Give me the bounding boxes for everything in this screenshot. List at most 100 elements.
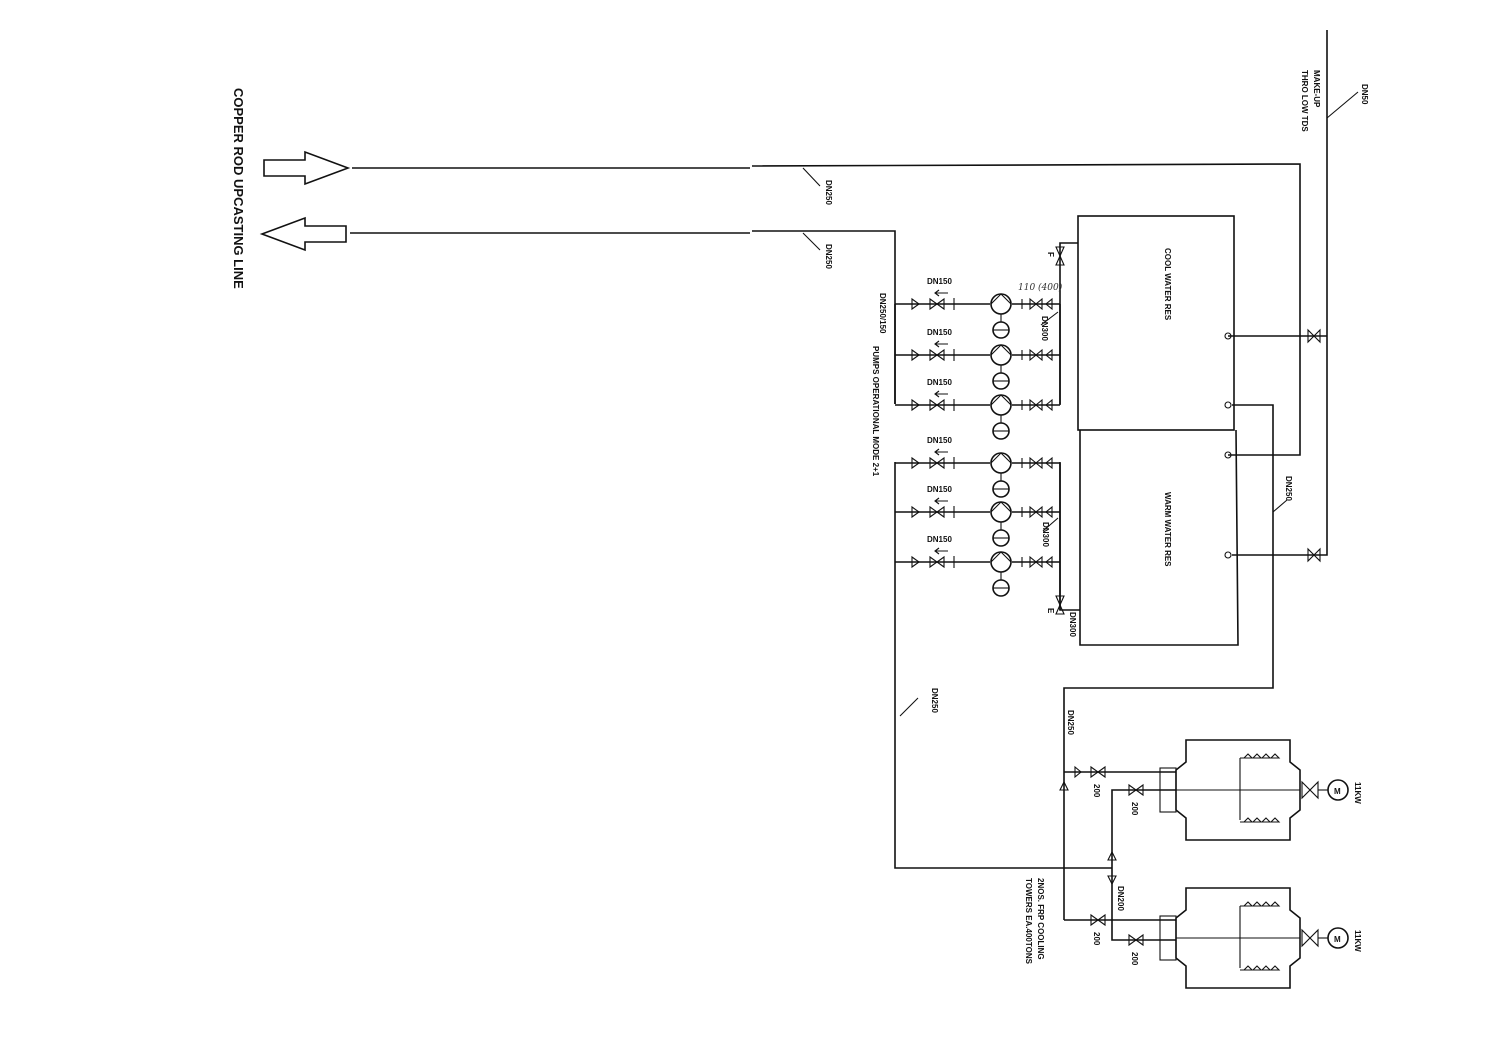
tower-branch-size-label: DN200	[1116, 886, 1125, 911]
direction-arrow-icon	[934, 448, 948, 456]
nozzle-icon	[1224, 332, 1232, 340]
motor-symbol: M	[1334, 935, 1341, 944]
pump-row: DN150	[895, 485, 1060, 547]
flow-arrow-icon	[911, 505, 920, 519]
makeup-valve-warm-icon	[1307, 547, 1321, 563]
pump-row: DN150	[895, 328, 1060, 390]
check-valve-icon	[929, 505, 938, 519]
gate-valve-icon	[1035, 555, 1043, 569]
tower-supply-size-leader	[1272, 499, 1288, 513]
tower-supply-size-label: DN250	[1284, 476, 1293, 501]
nozzle-icon	[1224, 451, 1232, 459]
tower-valve-icon	[1090, 765, 1099, 779]
check-valve-icon	[936, 456, 945, 470]
pump-discharge-size-label: DN150	[927, 328, 952, 337]
flow-arrow-icon	[1074, 765, 1082, 779]
diagram-title: COPPER ROD UPCASTING LINE	[231, 88, 246, 289]
pump-icon	[990, 551, 1012, 573]
pump-row: DN150	[895, 378, 1060, 440]
pump-icon	[990, 452, 1012, 474]
pumps-mode-label: PUMPS OPERATIONAL MODE 2+1	[871, 346, 880, 477]
check-valve-icon	[936, 505, 945, 519]
gate-valve-icon	[1029, 398, 1037, 412]
suction-size-leader	[1042, 517, 1059, 532]
spray-nozzle-icon	[1269, 965, 1281, 971]
tower-valve-icon	[1090, 913, 1099, 927]
flow-arrow-icon	[1059, 780, 1069, 791]
tower-valve-icon	[1128, 933, 1137, 947]
nozzle-icon	[1224, 551, 1232, 559]
strainer-icon	[1045, 348, 1053, 362]
makeup-size-label: DN50	[1360, 84, 1369, 105]
cool-suction-size-label: DN300	[1040, 316, 1049, 341]
fan-motor-icon	[1327, 927, 1349, 949]
motor-power-label: 11KW	[1353, 930, 1362, 952]
spray-nozzle-icon	[1260, 901, 1272, 907]
warm-water-reservoir	[1079, 429, 1239, 646]
tower1-outlet-line	[1111, 789, 1176, 868]
tower-valve-size-label: 200	[1130, 802, 1139, 816]
motor-symbol: M	[1334, 787, 1341, 796]
tower2-outlet-line	[1111, 868, 1176, 941]
pump-discharge-size-label: DN150	[927, 535, 952, 544]
check-valve-icon	[929, 555, 938, 569]
check-valve-icon	[929, 456, 938, 470]
spray-nozzle-icon	[1251, 965, 1263, 971]
fan-motor-icon	[1327, 779, 1349, 801]
gate-valve-icon	[1029, 348, 1037, 362]
direction-arrow-icon	[934, 289, 948, 297]
fan-icon	[1301, 780, 1319, 800]
check-valve-icon	[929, 398, 938, 412]
tower-valve-icon	[1097, 913, 1106, 927]
check-valve-icon	[929, 348, 938, 362]
makeup-valve-cool-icon	[1307, 328, 1321, 344]
tower-return-line	[894, 462, 1112, 869]
flow-arrow-icon	[911, 456, 920, 470]
pump-casing-icon	[990, 452, 1012, 464]
towers-label-line1: 2NOS. FRP COOLING	[1036, 878, 1045, 960]
gate-valve-icon	[1035, 398, 1043, 412]
flow-arrow-icon	[911, 297, 920, 311]
gate-valve-icon	[1035, 456, 1043, 470]
tower-valve-icon	[1135, 783, 1144, 797]
flow-arrow-icon	[1107, 875, 1117, 886]
makeup-label: MAKE-UP	[1312, 70, 1321, 108]
warm-res-label: WARM WATER RES	[1163, 492, 1172, 567]
flow-arrow-icon	[911, 398, 920, 412]
check-valve-icon	[936, 348, 945, 362]
spray-nozzle-icon	[1251, 817, 1263, 823]
suction-size-leader	[1040, 311, 1059, 326]
pump-discharge-size-label: DN150	[927, 436, 952, 445]
flow-arrow-icon	[911, 555, 920, 569]
tower-valve-icon	[1097, 765, 1106, 779]
supply-line	[352, 163, 1301, 456]
cool-water-reservoir	[1077, 215, 1235, 431]
spray-nozzle-icon	[1269, 817, 1281, 823]
makeup-line	[1232, 30, 1328, 556]
tower-valve-size-label: 200	[1092, 784, 1101, 798]
pump-discharge-size-label: DN150	[927, 378, 952, 387]
tower-supply-line	[1063, 404, 1274, 920]
cooling-tower: M 11KW	[1159, 887, 1362, 989]
gate-valve-icon	[1035, 348, 1043, 362]
fan-icon	[1301, 928, 1319, 948]
pump-row: DN150	[895, 436, 1060, 498]
tower-basin	[1159, 915, 1177, 961]
spray-nozzle-icon	[1269, 753, 1281, 759]
flow-arrow-icon	[1107, 850, 1117, 861]
spray-nozzle-icon	[1242, 817, 1254, 823]
spray-nozzle-icon	[1251, 753, 1263, 759]
supply-arrow-icon	[263, 150, 351, 186]
flow-arrow-icon	[911, 348, 920, 362]
spray-nozzle-icon	[1260, 753, 1272, 759]
nozzle-icon	[1224, 401, 1232, 409]
gate-valve-icon	[1035, 297, 1043, 311]
pump-icon	[990, 344, 1012, 366]
direction-arrow-icon	[934, 340, 948, 348]
supply-size-label: DN250	[824, 180, 833, 205]
pump-icon	[990, 293, 1012, 315]
